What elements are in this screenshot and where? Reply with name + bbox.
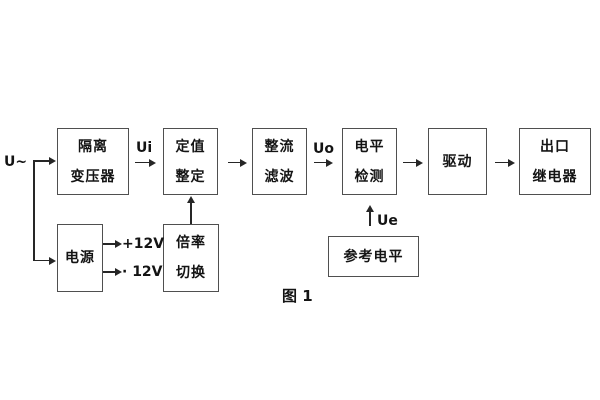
arrow-right-icon	[240, 158, 247, 167]
arrow-right-icon	[49, 157, 56, 165]
connector-line	[103, 243, 115, 245]
block-label: 整流	[264, 138, 295, 155]
connector-line	[190, 203, 192, 224]
block-level-detect: 电平 检测	[342, 128, 397, 195]
uo-signal-label: Uo	[313, 141, 334, 157]
connector-line	[314, 161, 326, 163]
block-label: 继电器	[532, 168, 578, 185]
block-label: 出口	[540, 138, 570, 155]
block-label: 参考电平	[343, 248, 404, 265]
connector-line	[103, 271, 115, 273]
arrow-up-icon	[186, 196, 195, 203]
block-label: 检测	[354, 168, 385, 185]
block-label: 滤波	[264, 168, 295, 185]
connector-line	[403, 161, 416, 163]
arrow-right-icon	[49, 256, 56, 265]
block-ratio-switch: 倍率 切换	[163, 224, 219, 292]
block-label: 电源	[65, 250, 95, 266]
block-label: 倍率	[176, 235, 206, 251]
block-drive: 驱动	[428, 128, 487, 195]
block-power-supply: 电源	[57, 224, 103, 292]
input-branch-line	[33, 160, 35, 261]
block-label: 隔离	[78, 138, 108, 155]
input-to-power-line	[33, 259, 49, 261]
connector-line	[495, 161, 508, 163]
block-output-relay: 出口 继电器	[519, 128, 591, 195]
input-to-transformer-line	[33, 160, 49, 162]
block-reference-level: 参考电平	[328, 236, 419, 277]
connector-line	[228, 161, 240, 163]
input-signal-label: U~	[4, 154, 28, 170]
arrow-right-icon	[416, 158, 423, 167]
connector-line	[369, 212, 371, 226]
arrow-up-icon	[365, 205, 374, 212]
ui-signal-label: Ui	[136, 140, 153, 156]
arrow-right-icon	[508, 158, 515, 167]
block-label: 整定	[175, 168, 206, 185]
arrow-right-icon	[149, 158, 156, 167]
block-setpoint-adjust: 定值 整定	[163, 128, 218, 195]
block-label: 切换	[176, 265, 206, 281]
block-rectify-filter: 整流 滤波	[252, 128, 307, 195]
block-isolation-transformer: 隔离 变压器	[57, 128, 129, 195]
arrow-right-icon	[326, 158, 333, 167]
minus-12v-label: · 12V	[122, 264, 163, 280]
figure-caption: 图 1	[282, 287, 313, 305]
block-label: 变压器	[70, 168, 116, 185]
block-label: 驱动	[442, 153, 473, 170]
arrow-right-icon	[115, 240, 122, 248]
connector-line	[135, 161, 149, 163]
ue-signal-label: Ue	[377, 213, 398, 229]
block-label: 电平	[354, 138, 385, 155]
block-label: 定值	[175, 138, 206, 155]
arrow-right-icon	[115, 268, 122, 276]
plus-12v-label: +12V	[122, 236, 165, 252]
